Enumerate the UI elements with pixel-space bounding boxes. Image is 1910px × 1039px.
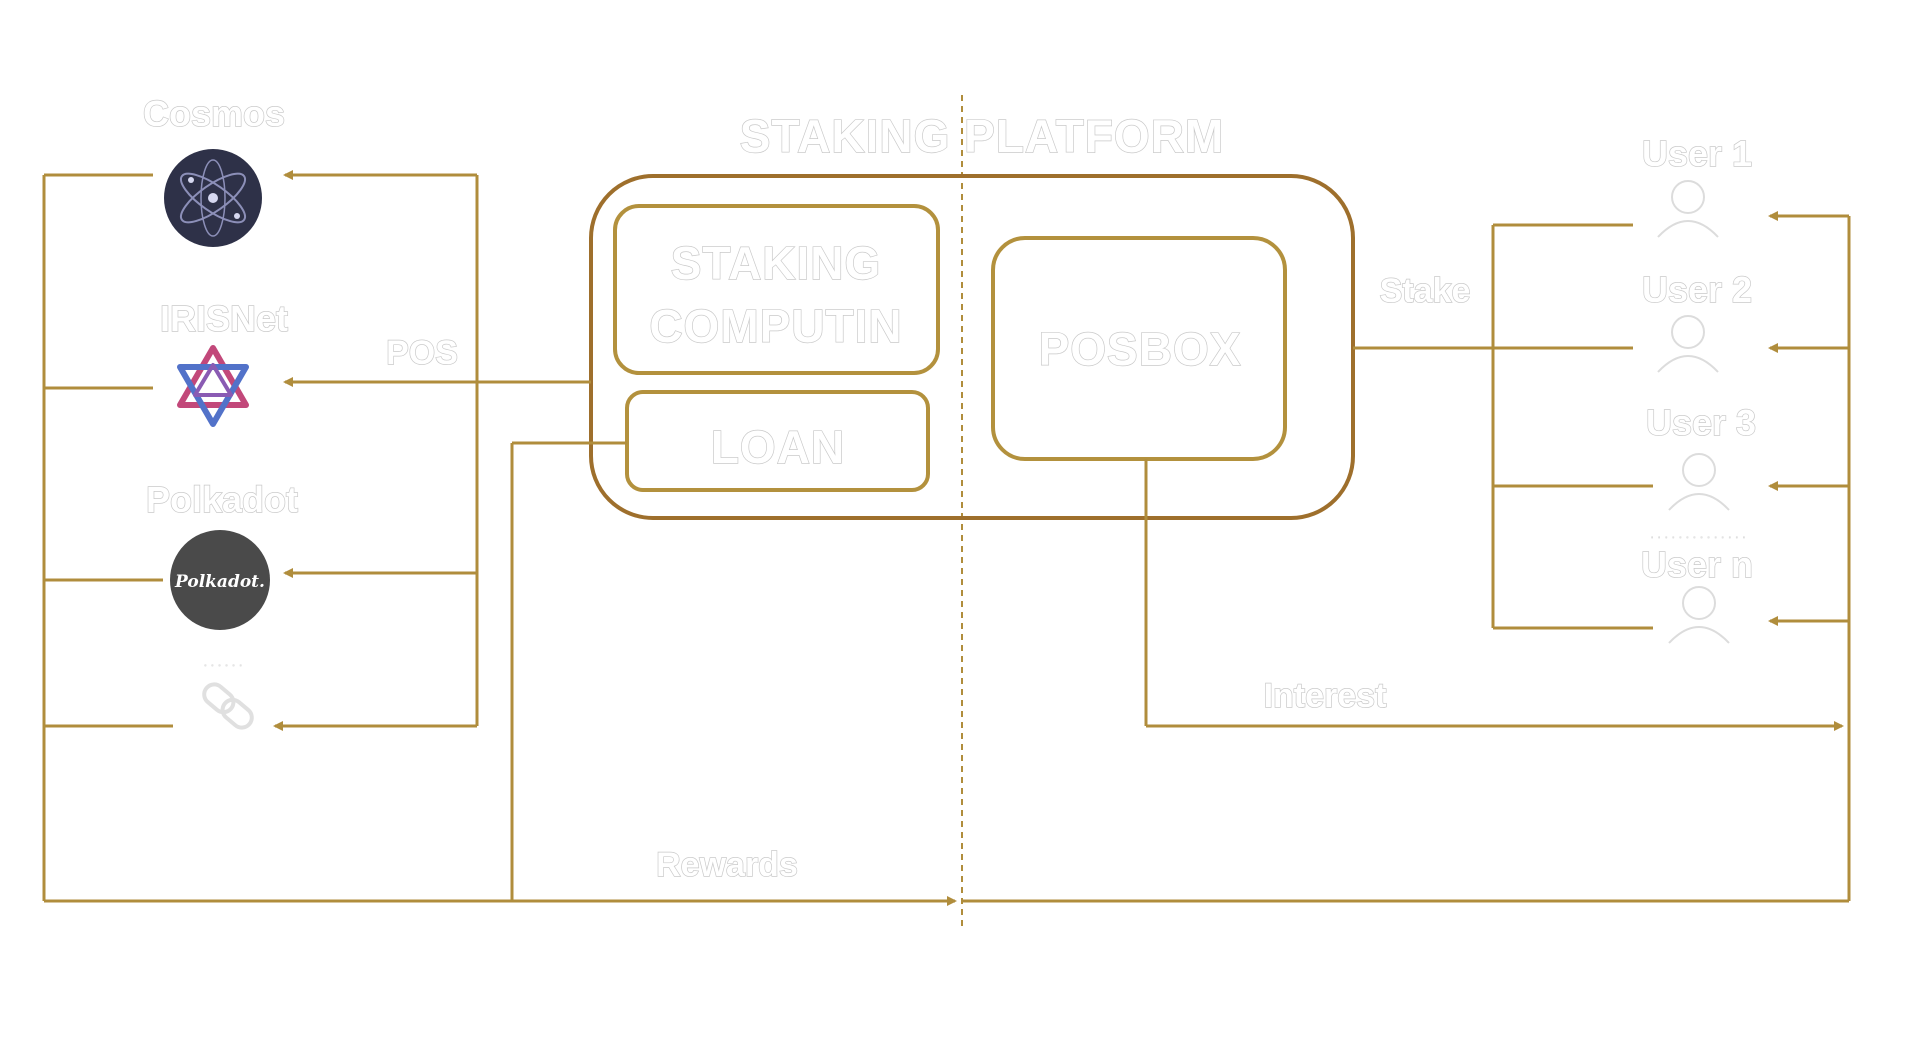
user-icon	[1668, 586, 1730, 644]
pos-label: POS	[386, 334, 458, 372]
user-icon	[1657, 180, 1719, 238]
cosmos-label: Cosmos	[143, 93, 285, 134]
interest-label: Interest	[1264, 677, 1387, 715]
loan-box-label: LOAN	[711, 421, 845, 473]
user-1-label: User 1	[1642, 133, 1752, 174]
polkadot-logo-icon: Polkadot.	[170, 530, 270, 630]
user-2-label: User 2	[1642, 269, 1752, 310]
irisnet-star-icon	[170, 343, 256, 429]
staking-box-label-line1: STAKING	[671, 237, 882, 289]
chain-link-icon	[202, 682, 254, 730]
user-n-label: User n	[1641, 544, 1753, 585]
staking-box-label-line2: COMPUTIN	[649, 300, 902, 352]
user-icon	[1668, 453, 1730, 511]
stake-label: Stake	[1380, 272, 1471, 310]
irisnet-label: IRISNet	[160, 298, 288, 339]
rewards-label: Rewards	[656, 846, 798, 884]
flow-lines	[42, 170, 1851, 906]
polkadot-logo-text: Polkadot.	[174, 572, 265, 592]
loan-box	[625, 390, 930, 492]
posbox-label: POSBOX	[1039, 323, 1242, 375]
platform-title: STAKING PLATFORM	[740, 110, 1224, 162]
other-networks-ellipsis: ......	[204, 657, 246, 669]
users-ellipsis: ..............	[1651, 529, 1750, 541]
polkadot-label: Polkadot	[146, 479, 298, 520]
staking-computing-box	[613, 204, 940, 375]
user-3-label: User 3	[1646, 402, 1756, 443]
user-icon	[1657, 315, 1719, 373]
posbox-box	[991, 236, 1287, 461]
cosmos-atom-icon	[164, 149, 262, 247]
